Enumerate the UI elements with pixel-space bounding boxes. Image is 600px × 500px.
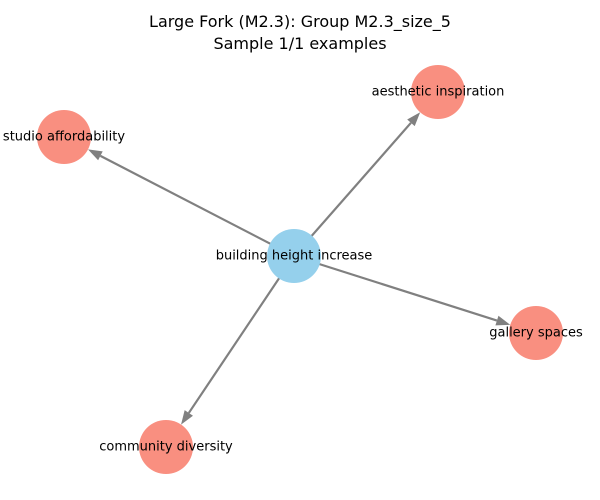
node-aesthetic bbox=[411, 65, 465, 119]
node-label-aesthetic: aesthetic inspiration bbox=[372, 85, 505, 100]
edges-layer bbox=[87, 112, 511, 425]
node-studio bbox=[37, 110, 91, 164]
labels-layer: building height increase aesthetic inspir… bbox=[3, 85, 583, 455]
edge-center-to-gallery bbox=[293, 254, 498, 322]
diagram-title-line1: Large Fork (M2.3): Group M2.3_size_5 bbox=[149, 12, 451, 32]
arrowhead-community bbox=[181, 410, 193, 425]
nodes-layer bbox=[37, 65, 563, 474]
node-label-gallery: gallery spaces bbox=[489, 326, 583, 341]
node-gallery bbox=[509, 306, 563, 360]
node-label-center: building height increase bbox=[216, 249, 373, 264]
arrowhead-gallery bbox=[495, 315, 511, 326]
node-community bbox=[139, 420, 193, 474]
node-label-studio: studio affordability bbox=[3, 130, 125, 145]
edge-center-to-aesthetic bbox=[293, 122, 412, 257]
arrowhead-studio bbox=[87, 149, 103, 161]
node-label-community: community diversity bbox=[99, 440, 233, 455]
node-center bbox=[267, 229, 321, 283]
edge-center-to-studio bbox=[99, 154, 295, 257]
arrowhead-aesthetic bbox=[407, 112, 421, 127]
diagram-title-line2: Sample 1/1 examples bbox=[213, 34, 386, 53]
edge-center-to-community bbox=[187, 255, 295, 414]
